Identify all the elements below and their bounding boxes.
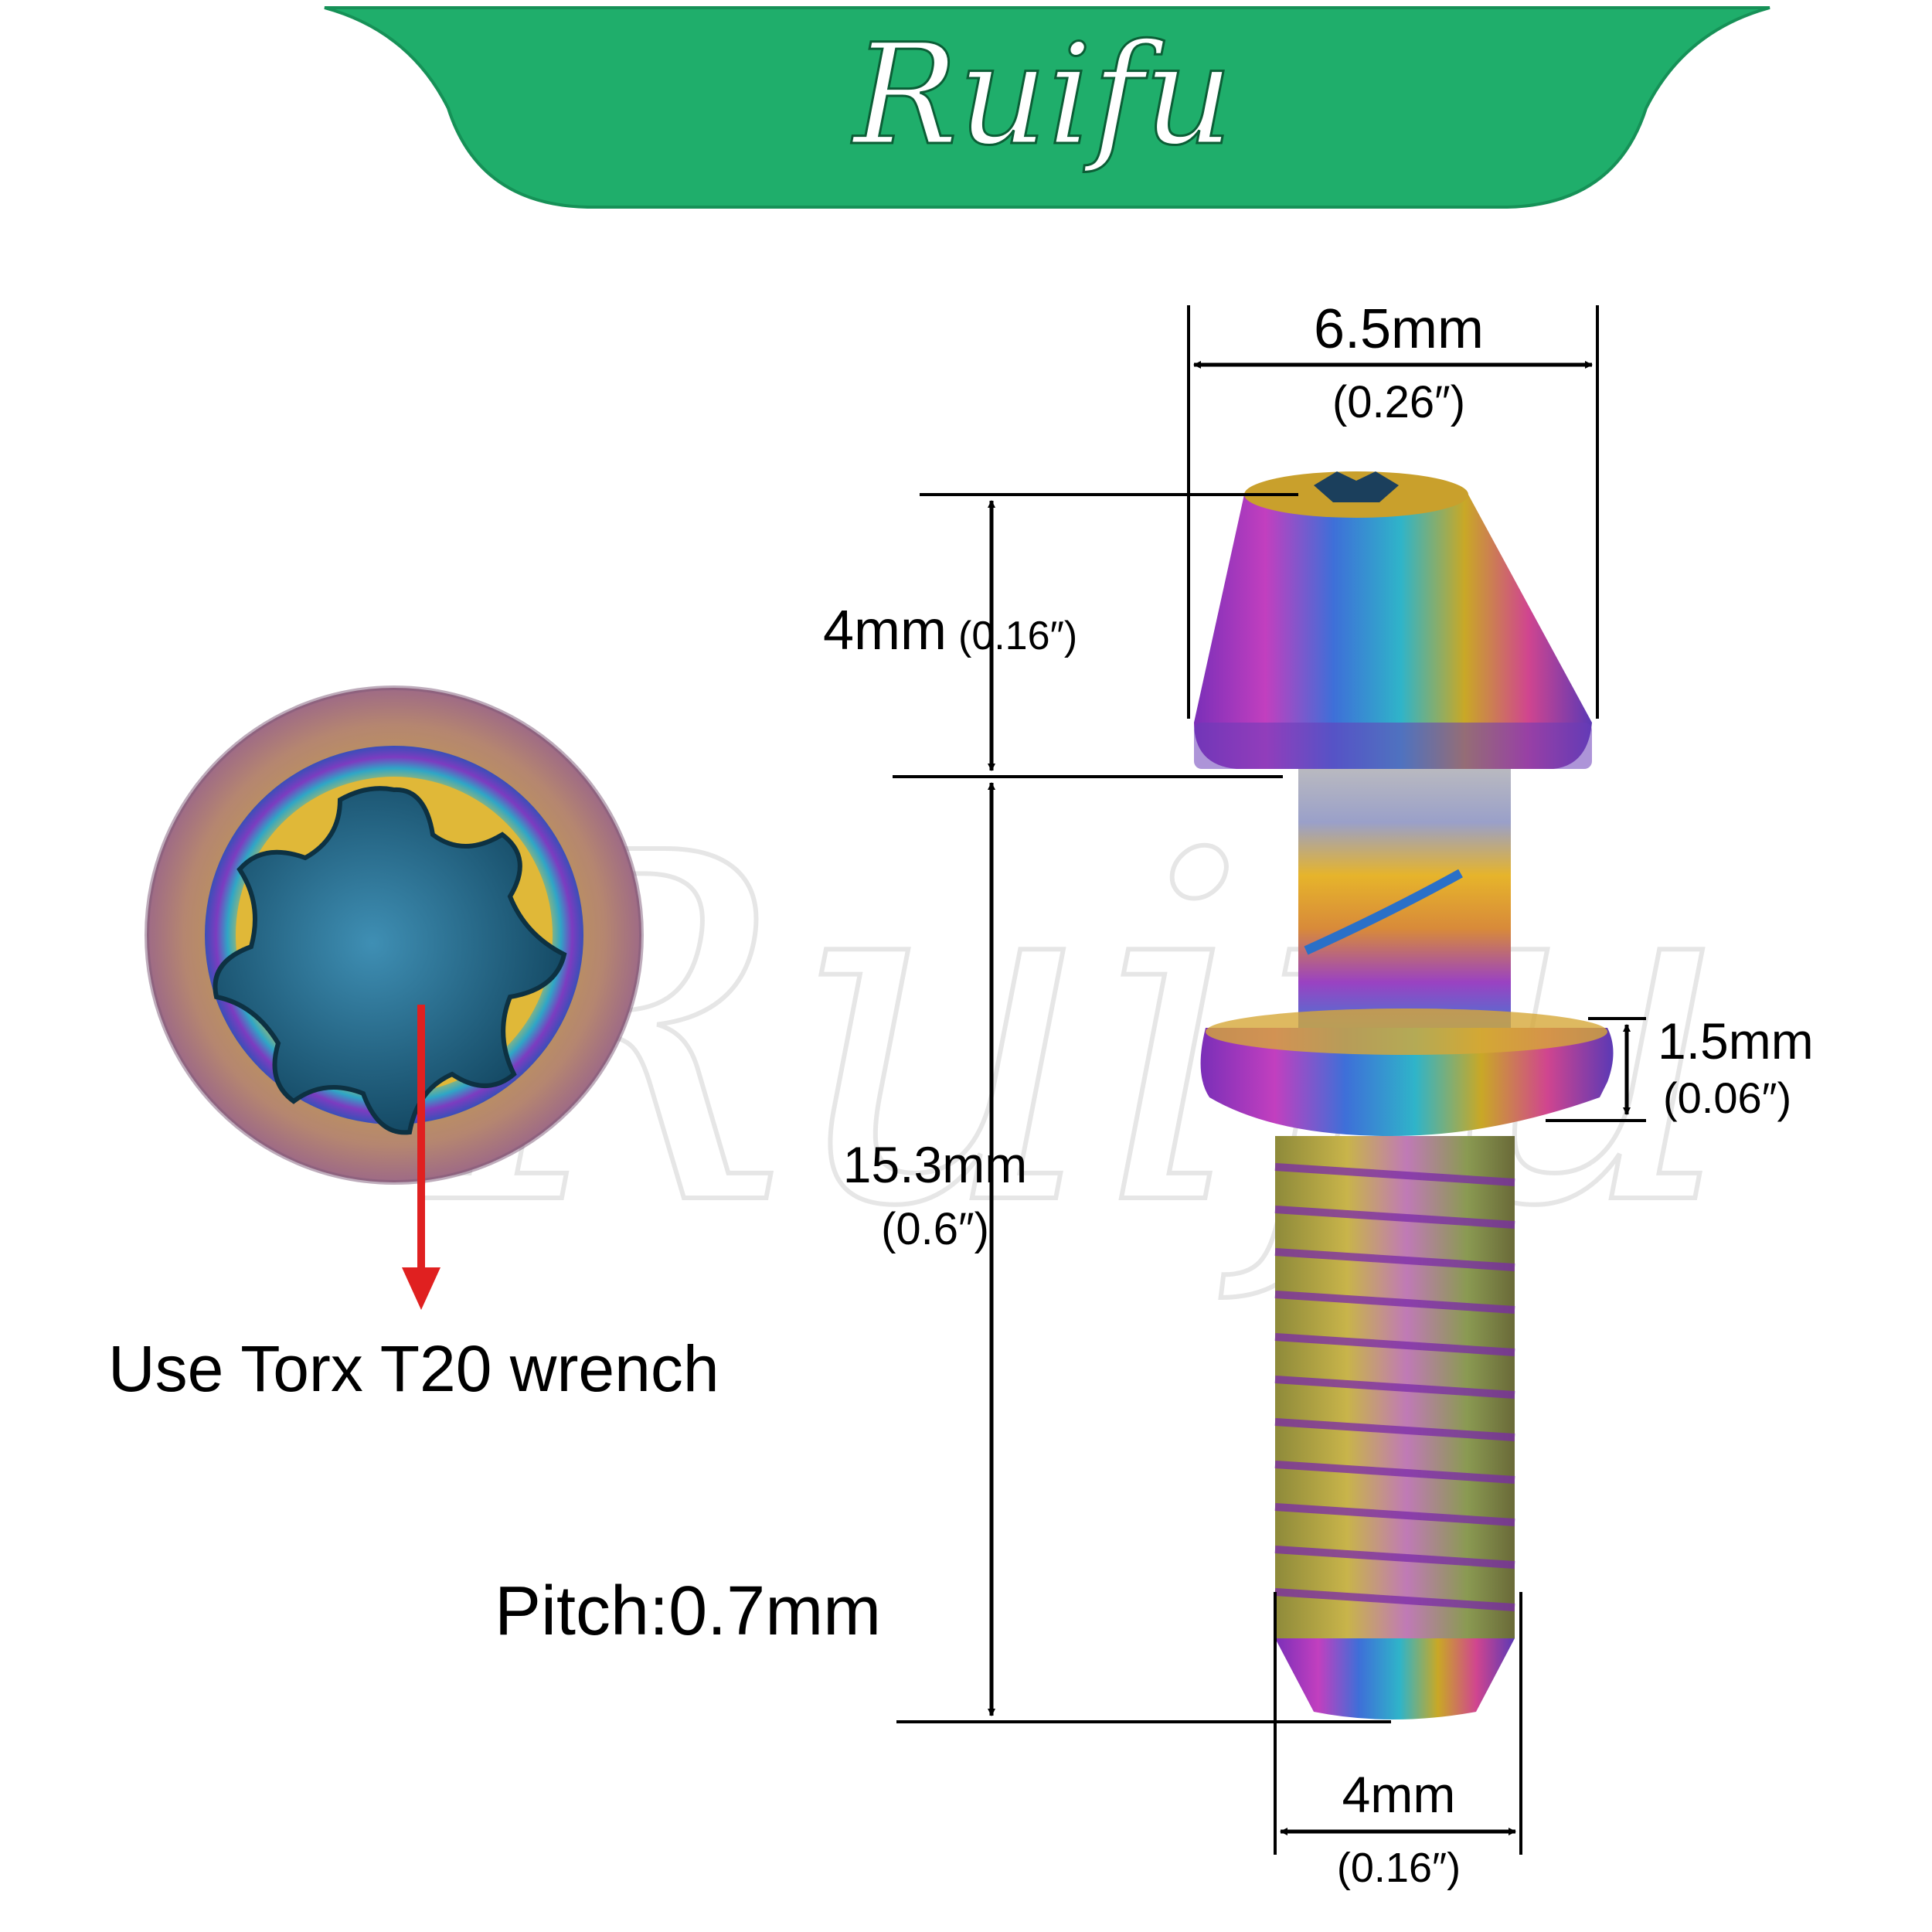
thread-diameter-metric: 4mm (1342, 1766, 1456, 1823)
brand-banner: Ruifu (324, 6, 1770, 209)
tool-note: Use Torx T20 wrench (108, 1332, 719, 1405)
tool-pointer-arrow (402, 1005, 440, 1310)
head-diameter-imperial: (0.26″) (1332, 377, 1465, 427)
dimension-shank-length (896, 782, 1391, 1723)
head-diameter-metric: 6.5mm (1314, 298, 1484, 360)
shank-length-metric: 15.3mm (843, 1136, 1027, 1193)
bolt-head (1194, 495, 1592, 769)
head-torx-recess (1314, 471, 1399, 502)
thread-diameter-imperial: (0.16″) (1337, 1845, 1461, 1891)
bolt-side-view (1194, 471, 1614, 1719)
bolt-tip (1275, 1638, 1515, 1719)
washer-thickness-metric: 1.5mm (1658, 1012, 1814, 1070)
dimension-washer-thickness (1546, 1017, 1646, 1122)
torx-star-icon (213, 786, 567, 1135)
washer-thickness-imperial: (0.06″) (1663, 1073, 1791, 1122)
head-height-metric: 4mm (823, 600, 947, 662)
dimension-head-height (893, 493, 1298, 778)
thread-lines (1274, 1163, 1515, 1611)
banner-shape (325, 8, 1770, 207)
bolt-washer (1200, 1028, 1614, 1136)
pitch-label: Pitch:0.7mm (495, 1573, 881, 1650)
head-height-imperial: (0.16″) (958, 614, 1077, 658)
brand-logo-text: Ruifu (851, 15, 1233, 176)
screw-head-top-view (145, 685, 644, 1185)
dimension-head-diameter (1187, 305, 1599, 719)
dimension-thread-diameter (1274, 1592, 1522, 1855)
shank-length-imperial: (0.6″) (881, 1204, 989, 1254)
